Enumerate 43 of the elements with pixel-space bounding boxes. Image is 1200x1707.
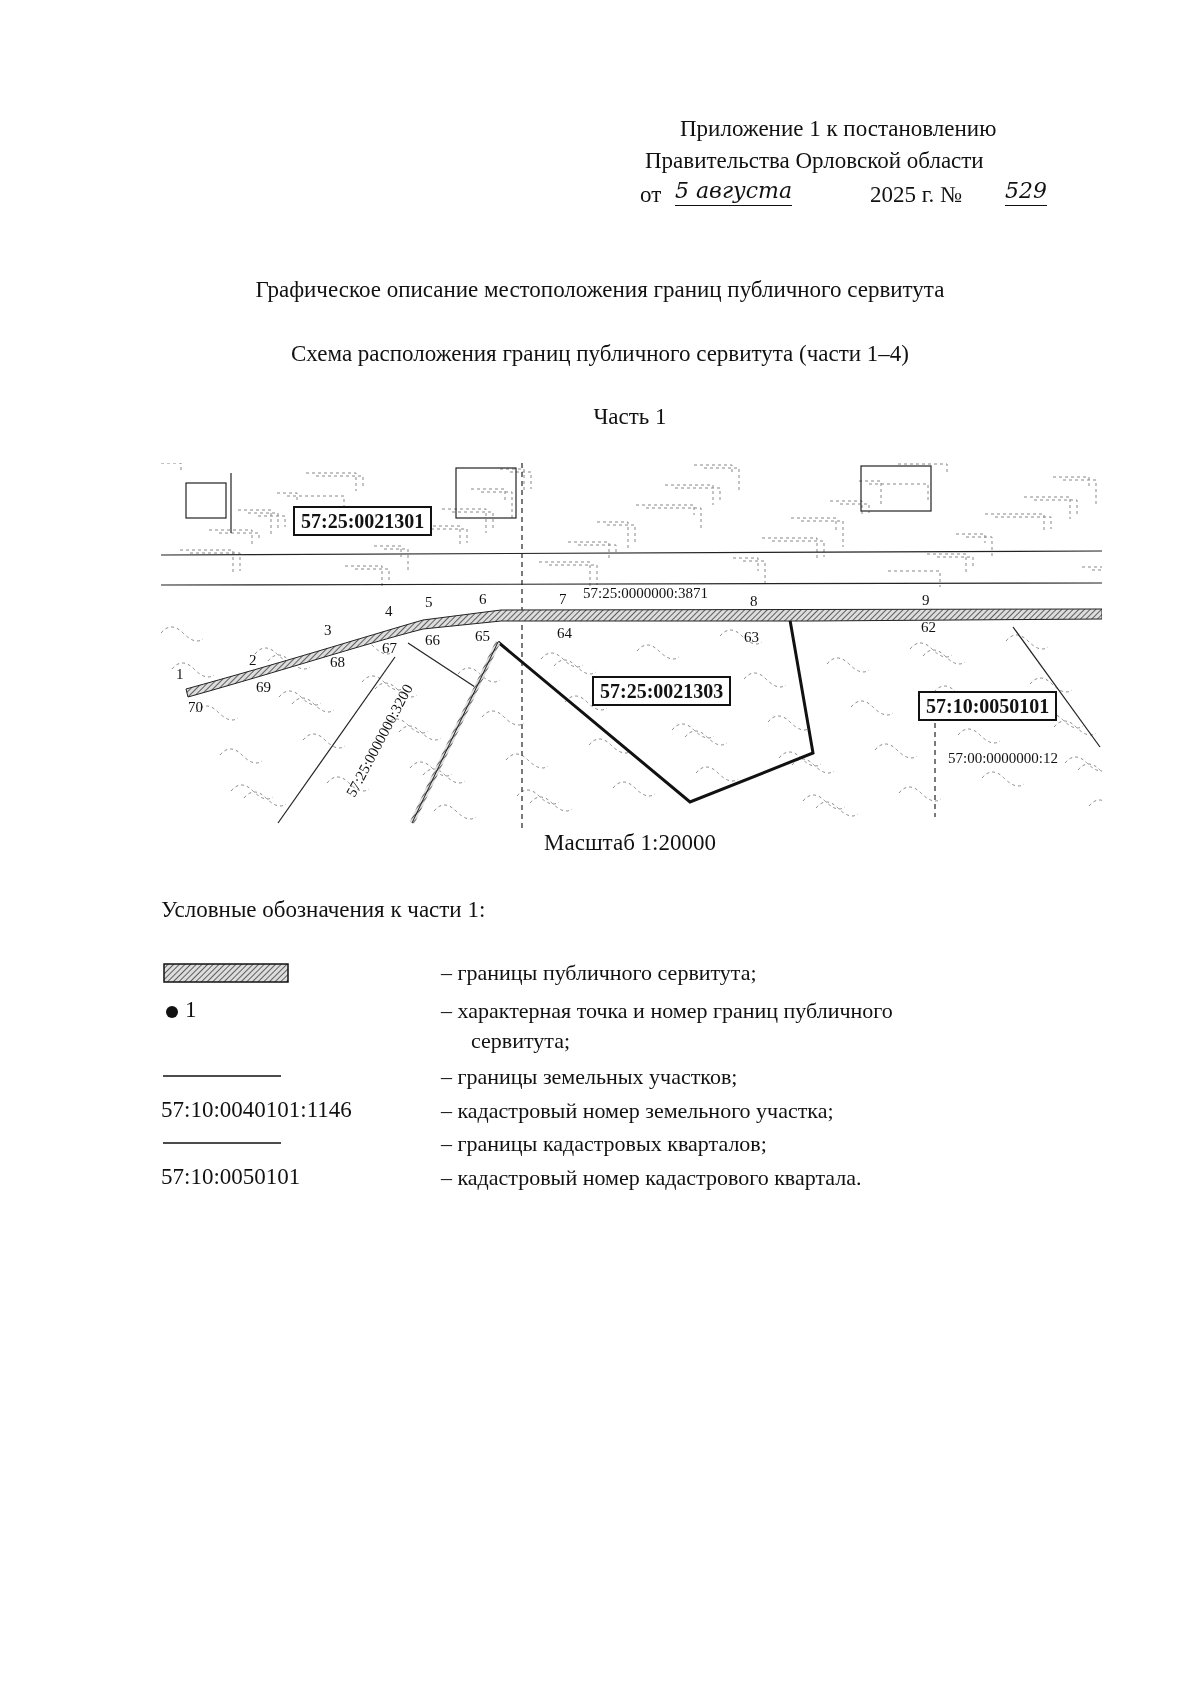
header-text: 2025 г. № xyxy=(870,181,963,209)
point-number: 70 xyxy=(188,699,203,715)
point-number: 1 xyxy=(176,666,184,682)
legend-text: – границы публичного сервитута; xyxy=(441,959,758,987)
point-number: 69 xyxy=(256,679,271,695)
cadastral-quarter-box: 57:25:0021303 xyxy=(592,676,732,706)
legend-sample-text: 57:10:0050101 xyxy=(161,1163,301,1191)
point-number: 68 xyxy=(330,654,345,670)
legend-text: – характерная точка и номер границ публичного сервитута; xyxy=(441,997,894,1055)
legend-sample-text: 1 xyxy=(185,996,197,1024)
point-number: 67 xyxy=(382,640,397,656)
point-number: 5 xyxy=(425,594,433,610)
scale-note: Масштаб 1:20000 xyxy=(544,829,716,857)
part-heading: Часть 1 xyxy=(593,403,667,431)
point-number: 64 xyxy=(557,625,572,641)
line-cadastral-number: 57:25:0000000:3871 xyxy=(583,585,708,601)
point-number: 4 xyxy=(385,603,393,619)
point-number: 6 xyxy=(479,591,487,607)
page-title: Графическое описание местоположения границ публичного сервитута xyxy=(255,276,945,304)
legend-sample-text: 57:10:0040101:1146 xyxy=(161,1096,352,1124)
line-cadastral-number: 57:00:0000000:12 xyxy=(948,750,1058,766)
legend-text: – границы земельных участков; xyxy=(441,1063,739,1091)
header-line: Правительства Орловской области xyxy=(645,147,984,175)
header-text: от xyxy=(640,181,662,209)
point-number: 7 xyxy=(559,591,567,607)
legend-heading: Условные обозначения к части 1: xyxy=(161,896,486,924)
cadastral-quarter-box: 57:25:0021301 xyxy=(293,506,433,536)
handwritten-number: 529 xyxy=(1005,177,1047,206)
legend-text: – границы кадастровых кварталов; xyxy=(441,1130,768,1158)
legend-text: – кадастровый номер земельного участка; xyxy=(441,1097,835,1125)
handwritten-date: 5 августа xyxy=(675,177,793,206)
point-number: 62 xyxy=(921,619,936,635)
point-number: 9 xyxy=(922,592,930,608)
point-number: 66 xyxy=(425,632,440,648)
subtitle: Схема расположения границ публичного сервитута (части 1–4) xyxy=(291,340,909,368)
legend-text: – кадастровый номер кадастрового квартала. xyxy=(441,1164,863,1192)
point-number: 2 xyxy=(249,652,257,668)
point-number: 63 xyxy=(744,629,759,645)
cadastral-quarter-box: 57:10:0050101 xyxy=(918,691,1058,721)
header-line: Приложение 1 к постановлению xyxy=(680,115,997,143)
point-number: 8 xyxy=(750,593,758,609)
point-number: 3 xyxy=(324,622,332,638)
point-number: 65 xyxy=(475,628,490,644)
